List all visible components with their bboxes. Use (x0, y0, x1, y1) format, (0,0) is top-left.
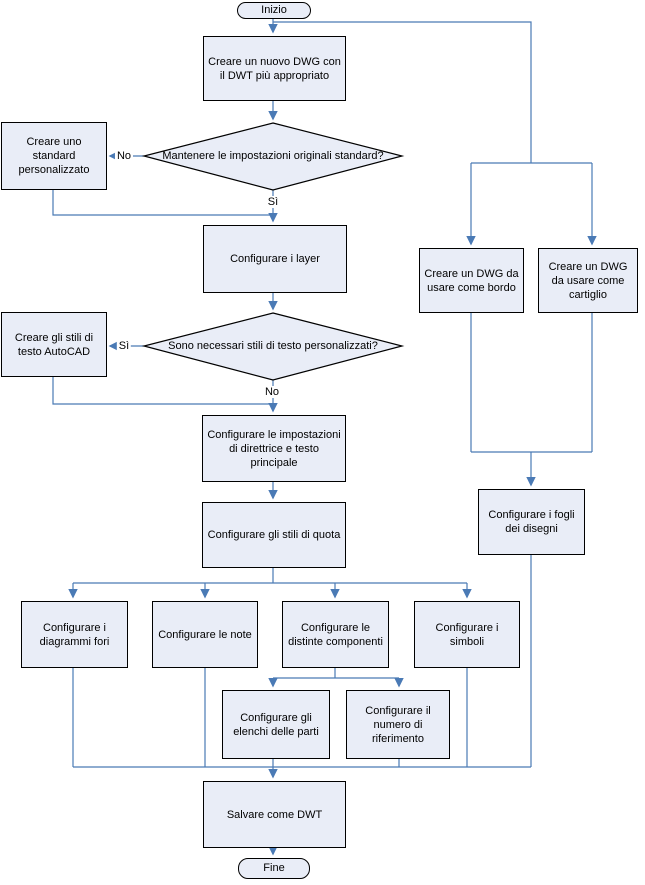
edge-label-keep-no: No (114, 150, 134, 162)
process-component-bom: Configurare le distinte componenti (282, 601, 389, 668)
process-hole-charts: Configurare i diagrammi fori (21, 601, 128, 668)
process-dwg-border: Creare un DWG da usare come bordo (419, 248, 524, 313)
process-dimension-styles: Configurare gli stili di quota (202, 502, 346, 568)
edge-label-keep-yes: Sì (265, 196, 281, 208)
process-configure-layers: Configurare i layer (203, 225, 347, 293)
process-notes: Configurare le note (152, 601, 258, 668)
edge-label-styles-no: No (262, 386, 282, 398)
start-terminator: Inizio (237, 2, 311, 19)
decision-keep-settings-label: Mantenere le impostazioni originali stan… (162, 150, 384, 162)
edge-start-branch-right (273, 21, 532, 163)
decision-text-styles-label: Sono necessari stili di testo personaliz… (168, 340, 378, 352)
end-terminator: Fine (238, 858, 310, 879)
edge-textstyles-join (52, 377, 273, 405)
process-custom-standard: Creare uno standard personalizzato (1, 122, 107, 190)
process-reference-number: Configurare il numero di riferimento (346, 690, 450, 759)
process-sheet-setup: Configurare i fogli dei disegni (478, 489, 585, 555)
decision-keep-settings-shape (141, 122, 405, 191)
process-symbols: Configurare i simboli (414, 601, 520, 668)
decision-text-styles-shape (141, 312, 405, 381)
edge-label-styles-yes: Sì (116, 340, 132, 352)
process-create-text-styles: Creare gli stili di testo AutoCAD (1, 312, 107, 377)
process-dwg-titleblock: Creare un DWG da usare come cartiglio (538, 248, 638, 313)
process-save-dwt: Salvare come DWT (203, 781, 346, 848)
process-leader-text-settings: Configurare le impostazioni di direttric… (202, 415, 346, 482)
process-parts-lists: Configurare gli elenchi delle parti (222, 690, 330, 759)
edge-customstd-join (52, 190, 273, 216)
process-create-new-dwg: Creare un nuovo DWG con il DWT più appro… (203, 36, 346, 101)
